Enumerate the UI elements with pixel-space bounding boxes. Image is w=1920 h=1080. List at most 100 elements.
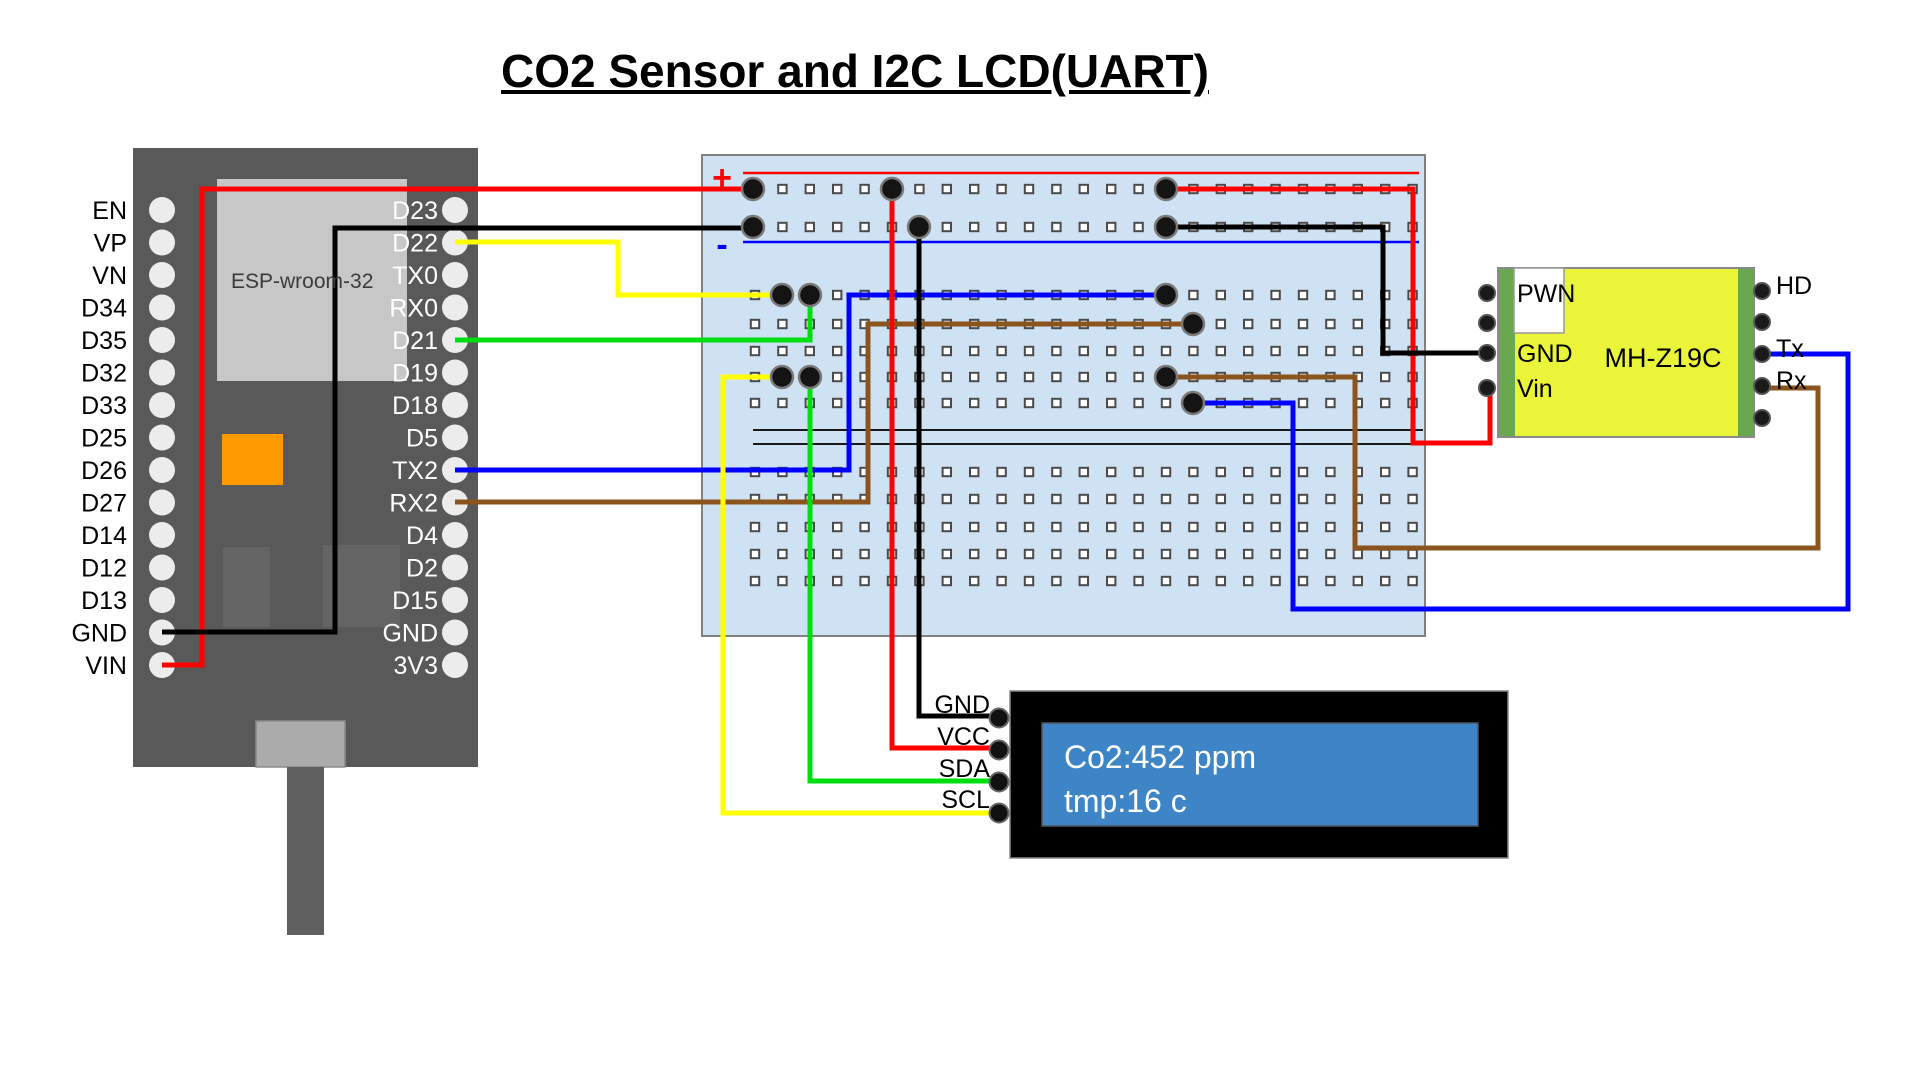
breadboard-hole: [1188, 345, 1199, 357]
esp-pin-vp-left: [149, 229, 175, 256]
breadboard-hole: [1023, 183, 1035, 195]
breadboard-hole: [1023, 345, 1035, 357]
breadboard-hole: [832, 548, 843, 560]
esp-pin-label-rx0-right: RX0: [389, 295, 438, 323]
esp-pin-label-tx2-right: TX2: [392, 457, 438, 485]
breadboard-hole: [1133, 397, 1144, 409]
esp-pin-label-rx2-right: RX2: [389, 490, 438, 518]
breadboard-hole: [996, 466, 1007, 478]
esp-pin-tx0-right: [442, 262, 468, 288]
breadboard-hole: [1078, 371, 1089, 383]
breadboard-hole: [1297, 397, 1309, 409]
breadboard-hole: [1188, 493, 1199, 505]
breadboard-hole: [1078, 521, 1089, 533]
esp-pin-label-d15-right: D15: [392, 587, 438, 615]
breadboard-hole: [1160, 548, 1172, 560]
esp-pin-label-vp-left: VP: [94, 230, 127, 258]
breadboard-hole: [1325, 466, 1336, 478]
esp-pin-label-d2-right: D2: [406, 555, 438, 583]
usb-connector: [255, 720, 346, 768]
breadboard-hole: [749, 548, 761, 560]
sensor-pin-dot-right-1: [1753, 313, 1771, 331]
breadboard-hole: [1243, 318, 1254, 330]
breadboard-hole: [1407, 548, 1418, 560]
breadboard-hole: [1243, 521, 1254, 533]
breadboard-hole: [1270, 289, 1281, 301]
breadboard-hole: [777, 575, 788, 587]
breadboard-connection-dot: [769, 364, 795, 390]
esp-pin-label-d18-right: D18: [392, 392, 438, 420]
wire-board-to-sensor-tx: [1193, 351, 1851, 612]
breadboard-hole: [749, 397, 761, 409]
wire-rx2-to-board: [455, 321, 1193, 505]
breadboard-hole: [777, 183, 788, 195]
breadboard-hole: [1106, 493, 1117, 505]
breadboard-hole: [777, 345, 788, 357]
esp-pin-d35-left: [149, 327, 175, 353]
sensor-pin-dot-right-3: [1753, 377, 1771, 395]
esp-pin-label-d13-left: D13: [81, 587, 127, 615]
esp-pin-label-3v3-right: 3V3: [394, 652, 438, 680]
breadboard-hole: [832, 289, 843, 301]
breadboard-hole: [969, 493, 980, 505]
wire-d21-to-sda-column: [455, 295, 813, 343]
breadboard-hole: [1270, 318, 1281, 330]
breadboard-hole: [859, 575, 870, 587]
breadboard-hole: [1325, 318, 1336, 330]
breadboard-hole: [804, 183, 815, 195]
wire-minus-rail-to-lcd-gnd: [916, 227, 999, 719]
breadboard-hole: [1160, 575, 1172, 587]
breadboard-hole: [1352, 548, 1363, 560]
wire-tx2-to-board: [455, 292, 1166, 473]
esp-pin-vn-left: [149, 262, 175, 288]
breadboard-hole: [996, 521, 1007, 533]
breadboard-hole: [1023, 493, 1035, 505]
breadboard-hole: [1133, 466, 1144, 478]
breadboard-hole: [996, 221, 1007, 233]
breadboard-hole: [1106, 521, 1117, 533]
breadboard-hole: [749, 345, 761, 357]
breadboard-hole: [749, 318, 761, 330]
breadboard-hole: [804, 221, 815, 233]
breadboard-hole: [1106, 221, 1117, 233]
lcd-pin-label-gnd: GND: [934, 691, 990, 719]
breadboard-hole: [1051, 575, 1062, 587]
breadboard-hole: [859, 221, 870, 233]
breadboard-hole: [1160, 397, 1172, 409]
breadboard-hole: [1407, 575, 1418, 587]
breadboard-hole: [996, 183, 1007, 195]
esp-pin-label-d35-left: D35: [81, 327, 127, 355]
breadboard-hole: [1380, 493, 1391, 505]
breadboard-hole: [1106, 183, 1117, 195]
esp-pin-label-d26-left: D26: [81, 457, 127, 485]
breadboard-hole: [1243, 289, 1254, 301]
breadboard-hole: [969, 548, 980, 560]
sensor-pin-dot-left-1: [1478, 314, 1496, 332]
esp-pin-d14-left: [149, 522, 175, 548]
breadboard-hole: [969, 183, 980, 195]
esp32-led: [222, 434, 283, 485]
esp-pin-d4-right: [442, 522, 468, 548]
breadboard-hole: [1023, 397, 1035, 409]
breadboard-hole: [1051, 521, 1062, 533]
breadboard-hole: [1078, 397, 1089, 409]
breadboard-hole: [941, 397, 952, 409]
breadboard-hole: [1297, 575, 1309, 587]
breadboard-hole: [1380, 371, 1391, 383]
breadboard-hole: [1188, 548, 1199, 560]
breadboard-hole: [1215, 548, 1226, 560]
breadboard-hole: [832, 318, 843, 330]
breadboard-connection-dot: [906, 214, 932, 240]
breadboard-hole: [832, 345, 843, 357]
lcd-text-line1: Co2:452 ppm: [1064, 739, 1256, 775]
breadboard-hole: [1215, 521, 1226, 533]
wire-gnd-to-minus-rail: [162, 225, 753, 635]
breadboard-hole: [1133, 548, 1144, 560]
breadboard-hole: [1325, 548, 1336, 560]
breadboard-hole: [1352, 318, 1363, 330]
breadboard-hole: [1243, 575, 1254, 587]
esp-pin-d18-right: [442, 392, 468, 418]
breadboard-hole: [749, 575, 761, 587]
breadboard-hole: [1380, 548, 1391, 560]
